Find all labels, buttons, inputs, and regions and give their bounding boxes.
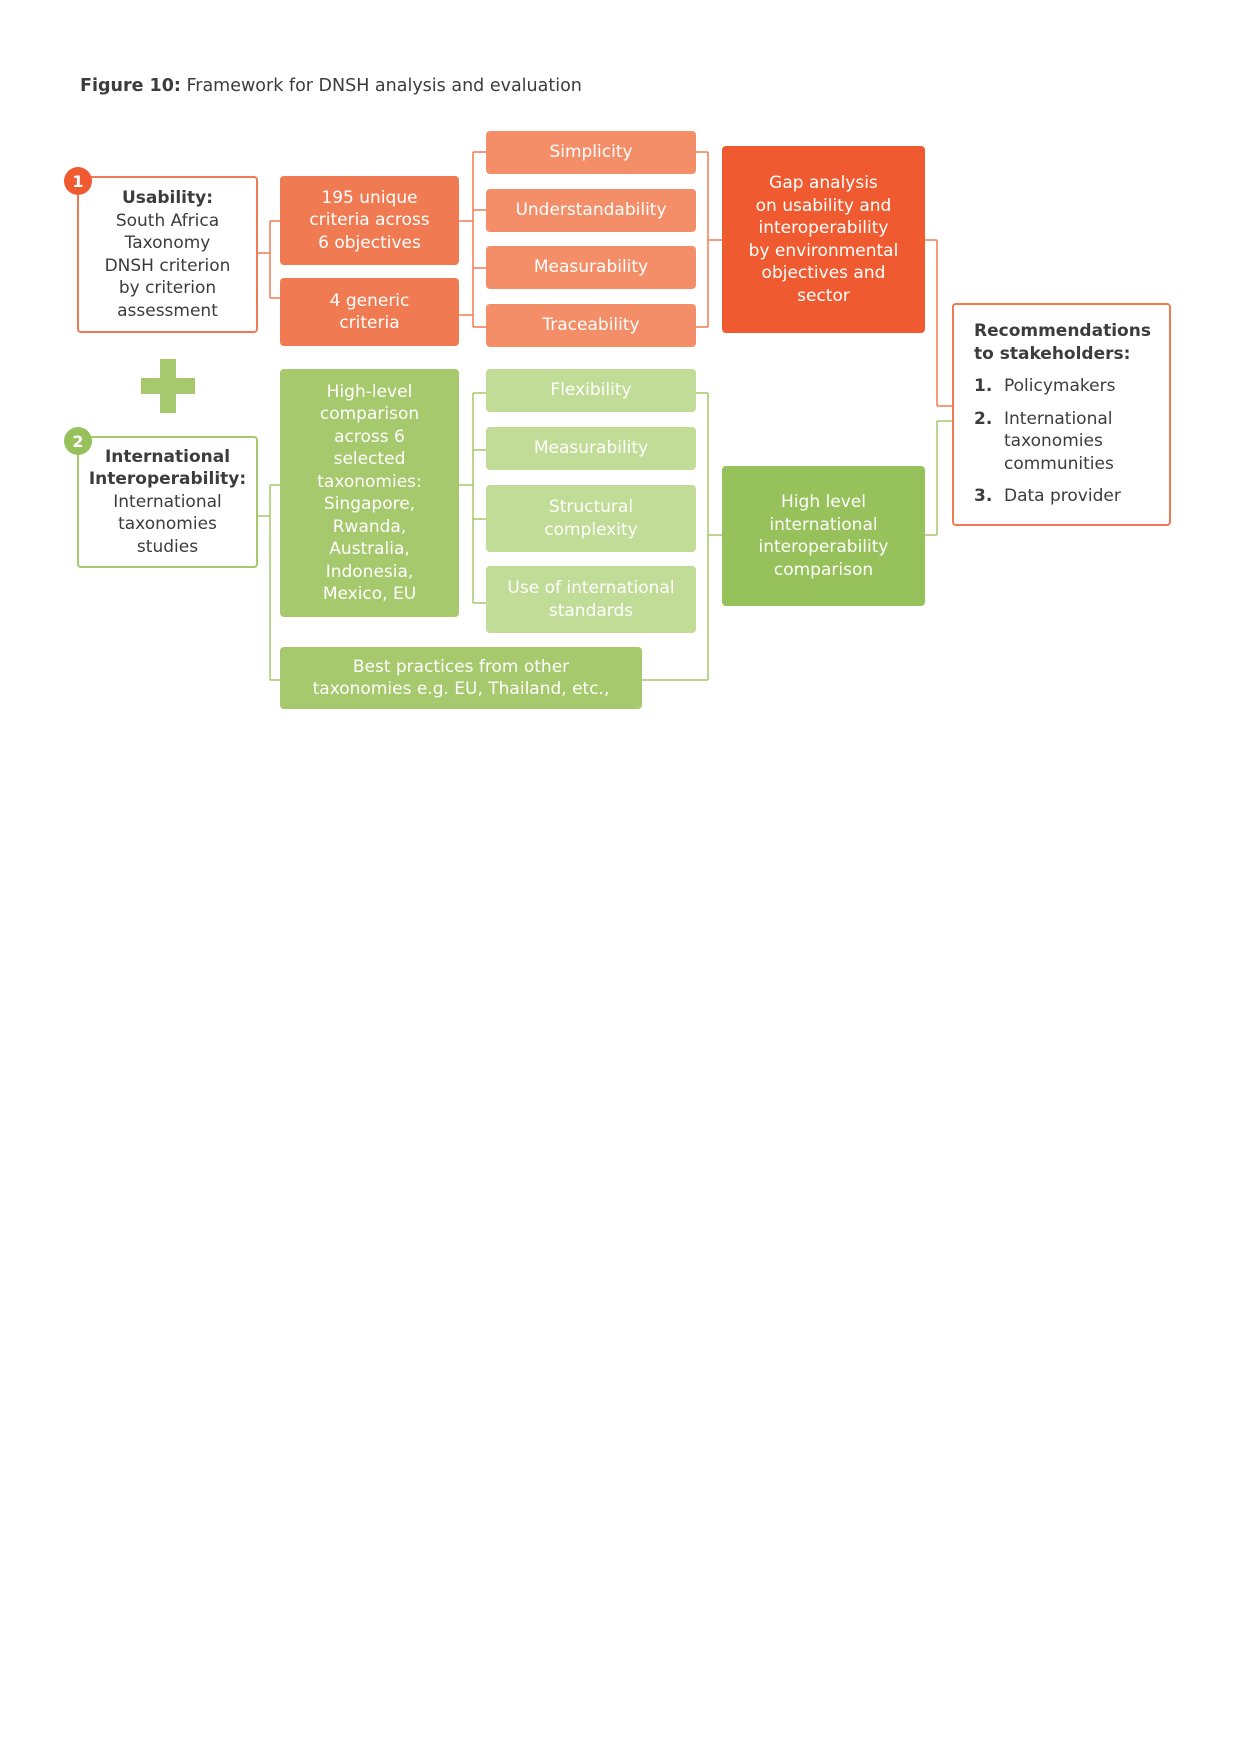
figure-label: Figure 10: (80, 76, 181, 96)
attribute-international-standards: Use of international standards (486, 566, 696, 633)
unique-criteria-box: 195 unique criteria across 6 objectives (280, 176, 459, 265)
interop-heading: International (104, 446, 231, 467)
usability-line: South Africa (115, 210, 220, 231)
interop-comparison-line: High level (781, 492, 866, 512)
comparison-line: selected (333, 449, 406, 469)
recommendation-text: communities (1004, 453, 1114, 474)
plus-icon (141, 359, 195, 413)
comparison-line: taxonomies: (317, 471, 422, 492)
interop-line: International (113, 491, 222, 512)
recommendation-number: 2. (974, 408, 993, 429)
interop-comparison-box: High level international interoperabilit… (722, 466, 925, 606)
attribute-measurability-green: Measurability (486, 427, 696, 470)
gap-analysis-line: objectives and (761, 263, 886, 283)
interop-comparison-line: interoperability (758, 537, 889, 557)
attribute-line: complexity (544, 519, 638, 540)
attribute-line: Measurability (533, 438, 649, 459)
usability-heading: Usability: (121, 188, 214, 208)
interop-heading: Interoperability: (88, 469, 247, 490)
usability-line: Taxonomy (124, 233, 211, 253)
figure-title: Figure 10: Framework for DNSH analysis a… (80, 76, 582, 96)
unique-criteria-line: 195 unique (321, 187, 418, 208)
connector-lines (258, 151, 952, 681)
usability-box: Usability: South Africa Taxonomy DNSH cr… (77, 176, 258, 333)
gap-analysis-line: by environmental (748, 240, 899, 261)
attribute-simplicity: Simplicity (486, 131, 696, 174)
recommendations-heading: Recommendations to stakeholders: (974, 320, 1157, 365)
recommendation-number: 1. (974, 376, 993, 396)
interop-number-badge: 2 (64, 427, 92, 455)
attribute-understandability: Understandability (486, 189, 696, 232)
usability-line: by criterion (118, 278, 217, 298)
generic-criteria-box: 4 generic criteria (280, 278, 459, 346)
gap-analysis-line: on usability and (755, 195, 892, 216)
comparison-line: Singapore, (323, 494, 416, 514)
recommendations-list: 1. Policymakers 2. International taxonom… (974, 375, 1157, 508)
comparison-line: across 6 (334, 426, 405, 447)
generic-criteria-line: 4 generic (329, 290, 410, 311)
interop-line: studies (136, 536, 199, 557)
attribute-flexibility: Flexibility (486, 369, 696, 412)
gap-analysis-line: interoperability (758, 218, 889, 238)
recommendations-heading-line: Recommendations (974, 321, 1151, 341)
recommendation-text: Data provider (1004, 486, 1121, 506)
generic-criteria-line: criteria (339, 313, 400, 333)
interop-line: taxonomies (118, 514, 217, 535)
unique-criteria-line: 6 objectives (318, 232, 421, 253)
comparison-line: Australia, (329, 539, 410, 559)
attribute-line: Use of international (507, 578, 675, 598)
figure-caption: Framework for DNSH analysis and evaluati… (186, 76, 582, 96)
gap-analysis-box: Gap analysis on usability and interopera… (722, 146, 925, 333)
recommendation-text: International (1004, 408, 1113, 429)
usability-number-badge: 1 (64, 167, 92, 195)
recommendations-box: Recommendations to stakeholders: 1. Poli… (952, 303, 1171, 526)
best-practices-line: Best practices from other (352, 656, 570, 677)
recommendation-text: Policymakers (1004, 376, 1116, 396)
comparison-line: Mexico, EU (322, 584, 417, 604)
gap-analysis-line: Gap analysis (769, 173, 878, 193)
attribute-line: standards (548, 600, 634, 621)
attribute-measurability: Measurability (486, 246, 696, 289)
interop-comparison-line: comparison (773, 559, 874, 580)
comparison-line: Rwanda, (332, 516, 407, 537)
gap-analysis-line: sector (797, 285, 850, 306)
best-practices-box: Best practices from other taxonomies e.g… (280, 647, 642, 709)
attribute-traceability: Traceability (486, 304, 696, 347)
high-level-comparison-box: High-level comparison across 6 selected … (280, 369, 459, 617)
interoperability-box: International Interoperability: Internat… (77, 436, 258, 568)
usability-line: DNSH criterion (104, 255, 231, 276)
recommendations-heading-line: to stakeholders: (974, 343, 1131, 364)
comparison-line: Indonesia, (325, 561, 414, 582)
attribute-line: Flexibility (550, 380, 632, 401)
usability-line: assessment (117, 300, 218, 321)
best-practices-line: taxonomies e.g. EU, Thailand, etc., (312, 679, 610, 699)
recommendation-number: 3. (974, 486, 993, 506)
attribute-structural-complexity: Structural complexity (486, 485, 696, 552)
attribute-line: Structural (548, 497, 634, 517)
recommendation-item: 3. Data provider (974, 485, 1157, 508)
comparison-line: comparison (319, 404, 420, 424)
recommendation-item: 2. International taxonomies communities (974, 408, 1157, 476)
interop-comparison-line: international (769, 514, 878, 535)
comparison-line: High-level (326, 381, 413, 402)
recommendation-item: 1. Policymakers (974, 375, 1157, 398)
recommendation-text: taxonomies (1004, 431, 1103, 451)
unique-criteria-line: criteria across (309, 210, 430, 231)
